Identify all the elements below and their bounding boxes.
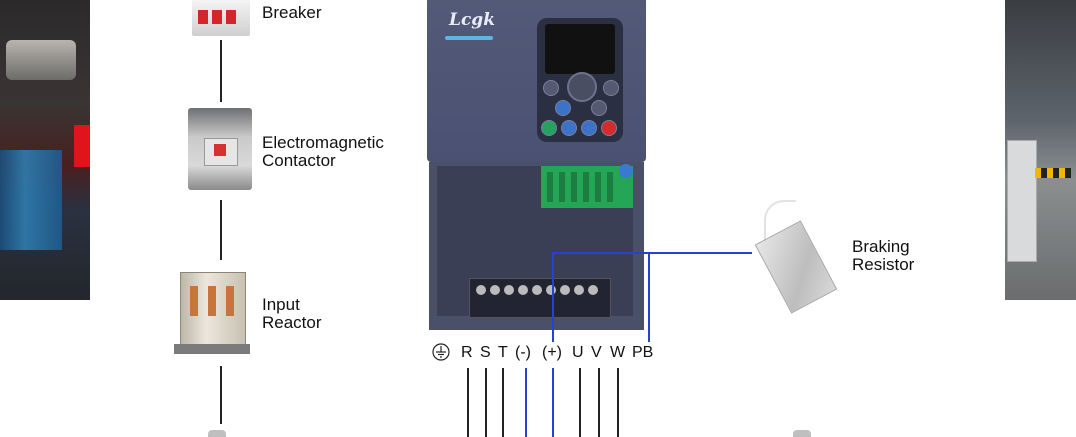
terminal-label-u: U — [572, 344, 584, 361]
wire-w — [617, 368, 619, 437]
warning-stripe-image — [1035, 168, 1071, 178]
wire-t — [502, 368, 504, 437]
wire-plus — [552, 368, 554, 437]
next-device-peek-right — [793, 430, 811, 437]
red-panel-image — [74, 125, 90, 167]
breaker-label: Circuit Breaker — [262, 0, 322, 22]
wire-pb-up — [648, 252, 650, 342]
inverter-open-panel — [429, 162, 644, 330]
up-key — [561, 120, 577, 136]
next-device-peek-left — [208, 430, 226, 437]
terminal-label-r: R — [461, 344, 473, 361]
chain-line-1 — [220, 40, 222, 102]
ground-icon — [432, 343, 450, 361]
machine-image — [0, 150, 62, 250]
cabinet-image — [1007, 140, 1037, 262]
chain-line-3 — [220, 366, 222, 424]
braking-resistor-image — [754, 200, 840, 314]
keypad-key — [543, 80, 559, 96]
braking-resistor-label: Braking Resistor — [852, 237, 915, 274]
down-key — [581, 120, 597, 136]
inverter-unit: Lcgk — [427, 0, 646, 330]
stop-key — [601, 120, 617, 136]
input-reactor-image — [174, 266, 250, 358]
power-terminal-strip — [469, 278, 611, 318]
wire-v — [598, 368, 600, 437]
inverter-keypad — [537, 18, 623, 142]
circuit-breaker-image — [192, 0, 250, 36]
terminal-label-plus: (+) — [542, 344, 562, 361]
wire-to-resistor — [552, 252, 752, 254]
chain-line-2 — [220, 200, 222, 260]
keypad-knob — [567, 72, 597, 102]
reactor-label: Input Reactor — [262, 295, 322, 332]
terminal-label-t: T — [498, 344, 508, 361]
blue-screw — [619, 164, 633, 178]
contactor-label: Electromagnetic Contactor — [262, 133, 384, 170]
control-terminal-block — [541, 166, 633, 208]
inverter-cover: Lcgk — [427, 0, 646, 162]
background-photo-right — [1005, 0, 1076, 300]
wire-u — [579, 368, 581, 437]
run-key — [541, 120, 557, 136]
keypad-key — [591, 100, 607, 116]
industrial-lamp-image — [6, 40, 76, 80]
terminal-label-s: S — [480, 344, 491, 361]
terminal-label-w: W — [610, 344, 626, 361]
keypad-key — [555, 100, 571, 116]
keypad-key — [603, 80, 619, 96]
wire-s — [485, 368, 487, 437]
wire-plus-up — [552, 252, 554, 342]
wire-minus — [525, 368, 527, 437]
background-photo-left — [0, 0, 90, 300]
wire-r — [467, 368, 469, 437]
terminal-label-v: V — [591, 344, 602, 361]
logo-swoosh — [445, 36, 493, 40]
terminal-label-minus: (-) — [515, 344, 531, 361]
inverter-logo: Lcgk — [449, 10, 495, 30]
terminal-label-pb: PB — [632, 344, 654, 361]
keypad-display — [545, 24, 615, 74]
electromagnetic-contactor-image — [188, 108, 252, 190]
